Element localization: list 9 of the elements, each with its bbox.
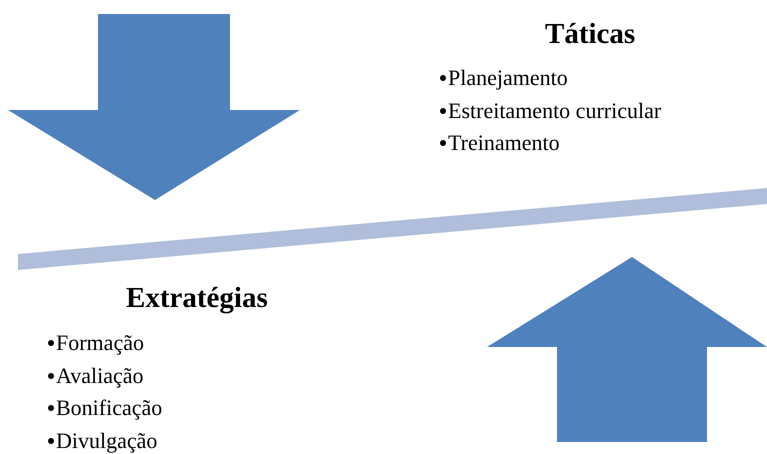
bullet-item: Bonificação (56, 394, 162, 422)
bullet-item: Planejamento (448, 64, 568, 92)
bullet-item: Treinamento (448, 129, 560, 157)
section-heading: Táticas (545, 18, 636, 51)
bullet-item: Formação (56, 329, 144, 357)
bullet-item: Avaliação (56, 362, 144, 390)
bullet-item: Estreitamento curricular (448, 96, 662, 124)
section-heading: Extratégias (126, 282, 268, 315)
bullet-item: Divulgação (56, 426, 158, 454)
